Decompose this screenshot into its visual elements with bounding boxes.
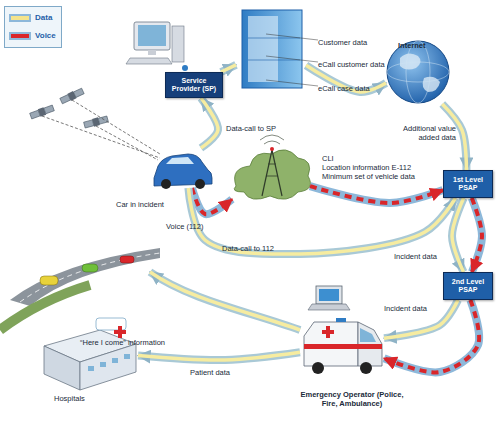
- satellites: [29, 87, 160, 160]
- illustration-label: Emergency Operator (Police, Fire, Ambula…: [296, 390, 408, 408]
- box-label: 2nd Level PSAP: [444, 278, 492, 294]
- data-flow-arrow: [201, 98, 218, 148]
- data-server: [242, 10, 318, 88]
- database-server: Customer dataeCall customer dataeCall ca…: [236, 6, 306, 90]
- legend-row: Data: [9, 13, 52, 22]
- flow-band: [192, 188, 232, 214]
- box-label: 1st Level PSAP: [444, 176, 492, 192]
- flow-band: [188, 188, 455, 254]
- flow-core: [472, 198, 482, 272]
- illustration-label: CLI: [322, 154, 334, 163]
- illustration-label: Car in incident: [116, 200, 164, 209]
- flow-label: Incident data: [384, 304, 427, 313]
- flow-band: [310, 186, 443, 203]
- road: [0, 248, 160, 330]
- internet-globe: Internet: [386, 40, 450, 104]
- laptop: [308, 286, 350, 310]
- legend-swatch: [9, 32, 31, 40]
- flow-label: Data-call to 112: [222, 244, 274, 253]
- ambulance: [304, 318, 382, 374]
- legend-box: DataVoice: [4, 6, 62, 48]
- data-flow-arrow: [384, 300, 458, 338]
- flow-band: [472, 198, 482, 272]
- flow-core: [384, 300, 458, 338]
- flow-label: Additional value added data: [394, 124, 456, 142]
- cell-tower: CLILocation information E-112Minimum set…: [232, 150, 310, 206]
- flow-band: [201, 98, 218, 148]
- flow-band: [384, 300, 479, 372]
- illustration-label: Hospitals: [54, 394, 85, 403]
- flow-core: [221, 65, 236, 72]
- flow-core: [310, 186, 443, 203]
- service-provider-box: Service Provider (SP): [165, 72, 223, 98]
- legend-swatch: [9, 14, 31, 22]
- flow-core: [138, 352, 300, 360]
- illustration-label: Customer data: [318, 38, 367, 47]
- voice-flow-arrow: [384, 300, 479, 372]
- illustration-label: Internet: [398, 41, 426, 50]
- illustration-label: eCall customer data: [318, 60, 385, 69]
- flow-label: Incident data: [394, 252, 437, 261]
- data-flow-arrow: [306, 65, 386, 92]
- hospital: [44, 318, 136, 390]
- flow-core: [452, 198, 464, 272]
- voice-flow-arrow: [192, 188, 232, 214]
- internet-globe: [387, 41, 449, 103]
- data-flow-arrow: [188, 188, 455, 254]
- note-label: “Here I come” information: [80, 338, 165, 347]
- flow-core: [201, 98, 218, 148]
- computer: [126, 22, 188, 71]
- flow-label: Patient data: [190, 368, 230, 377]
- legend-label: Data: [35, 13, 52, 22]
- flow-core: [384, 300, 479, 372]
- flow-band: [138, 352, 300, 360]
- car: [154, 154, 212, 189]
- here-i-come-arrow: [150, 272, 300, 330]
- data-flow-arrow: [221, 65, 236, 72]
- flow-band: [384, 300, 458, 338]
- hospital-building: Hospitals: [38, 318, 138, 388]
- illustration-label: Minimum set of vehicle data: [322, 172, 415, 181]
- data-flow-arrow: [452, 198, 464, 272]
- voice-flow-arrow: [472, 198, 482, 272]
- flow-core: [192, 188, 232, 214]
- cell-tower: [234, 135, 310, 199]
- flow-band: [306, 65, 386, 92]
- psap-box: 1st Level PSAP: [443, 170, 493, 198]
- data-flow-arrow: [138, 352, 300, 360]
- psap-box: 2nd Level PSAP: [443, 272, 493, 300]
- flow-label: Voice (112): [166, 222, 203, 231]
- car-in-incident: Car in incident: [152, 148, 212, 188]
- legend-row: Voice: [9, 31, 56, 40]
- legend-label: Voice: [35, 31, 56, 40]
- flow-label: Data-call to SP: [226, 124, 276, 133]
- emergency-vehicle: Emergency Operator (Police, Fire, Ambula…: [300, 318, 384, 378]
- illustration-label: Location information E-112: [322, 163, 411, 172]
- box-label: Service Provider (SP): [166, 77, 222, 93]
- voice-flow-arrow: [310, 186, 443, 203]
- flow-band: [452, 198, 464, 272]
- illustration-label: eCall case data: [318, 84, 370, 93]
- flow-band: [221, 65, 236, 72]
- connectors: [138, 65, 482, 373]
- flow-core: [188, 188, 455, 254]
- flow-core: [306, 65, 386, 92]
